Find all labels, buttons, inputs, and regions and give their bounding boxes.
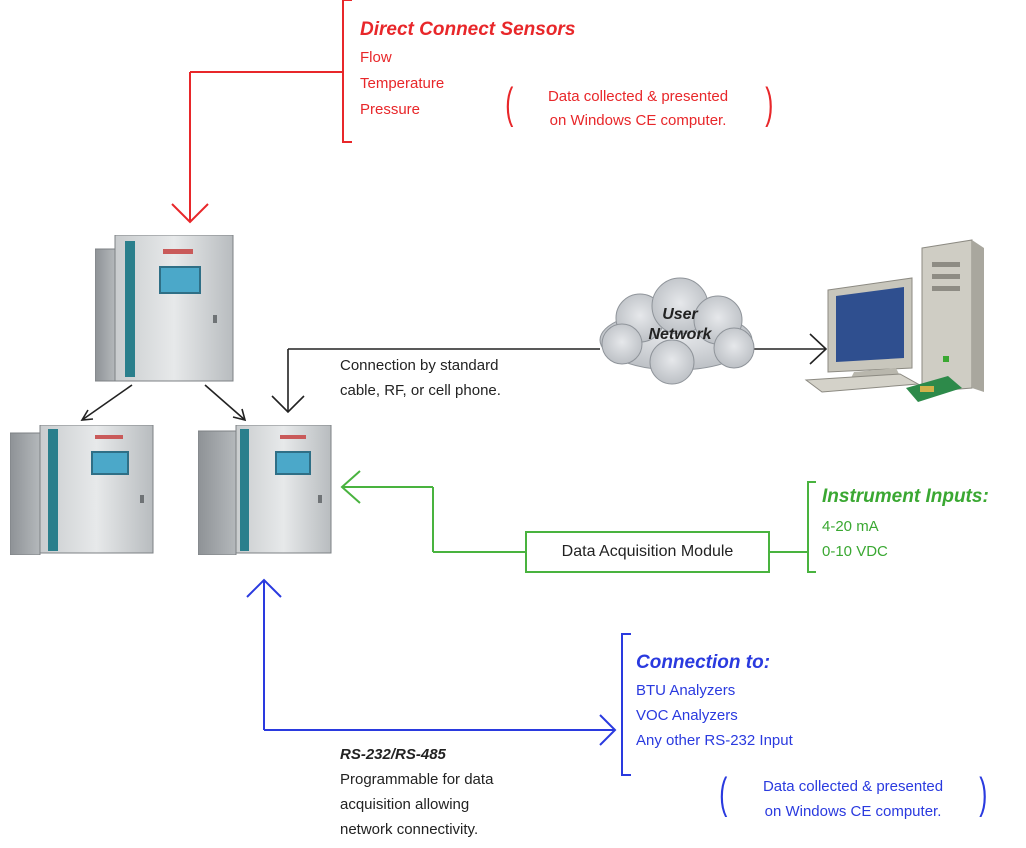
cabinet-icon: [9, 424, 154, 556]
connection-item: Any other RS-232 Input: [636, 732, 793, 749]
sensors-note-line1: Data collected & presented: [547, 88, 729, 105]
connection-item: BTU Analyzers: [636, 682, 736, 699]
serial-connector: [246, 578, 631, 776]
serial-note-line2: on Windows CE computer.: [764, 803, 942, 820]
cabinet-icon: [94, 234, 234, 382]
sensor-item: Pressure: [360, 101, 421, 118]
controller-cabinet-left: [9, 424, 155, 556]
cloud-line1: User: [662, 306, 698, 323]
computer-icon: [804, 239, 984, 402]
data-acquisition-module: Data Acquisition Module: [525, 531, 770, 573]
protocol-desc-line: Programmable for data: [340, 771, 494, 788]
note-open-paren: (: [505, 79, 514, 128]
connection-line1: Connection by standard: [340, 357, 499, 374]
note-open-paren: (: [719, 769, 728, 818]
sensor-item: Temperature: [360, 75, 445, 92]
user-network-label: User Network: [600, 305, 760, 345]
controller-cabinet-center: [197, 424, 333, 556]
note-close-paren: ): [765, 79, 774, 128]
cascade-arrows: [80, 384, 247, 422]
protocol-desc-line: acquisition allowing: [340, 796, 470, 813]
sensor-item: Flow: [360, 49, 392, 66]
sensors-connector: [171, 0, 352, 224]
connection-item: VOC Analyzers: [636, 707, 738, 724]
controller-cabinet-top: [94, 234, 235, 382]
daq-connector: [340, 470, 816, 573]
protocol-label: RS-232/RS-485: [340, 746, 446, 763]
instrument-input-item: 0-10 VDC: [822, 543, 888, 560]
sensors-note-line2: on Windows CE computer.: [549, 112, 727, 129]
serial-note-line1: Data collected & presented: [762, 778, 944, 795]
network-connector: [271, 333, 828, 414]
instrument-inputs-title: Instrument Inputs:: [822, 486, 989, 507]
connection-to-title: Connection to:: [636, 652, 771, 673]
user-network-cloud: [599, 277, 755, 385]
protocol-desc-line: network connectivity.: [340, 821, 479, 838]
connection-line2: cable, RF, or cell phone.: [340, 382, 501, 399]
note-close-paren: ): [979, 769, 988, 818]
instrument-input-item: 4-20 mA: [822, 518, 879, 535]
cloud-line2: Network: [648, 326, 712, 343]
cabinet-icon: [197, 424, 332, 556]
sensors-title: Direct Connect Sensors: [360, 19, 576, 40]
